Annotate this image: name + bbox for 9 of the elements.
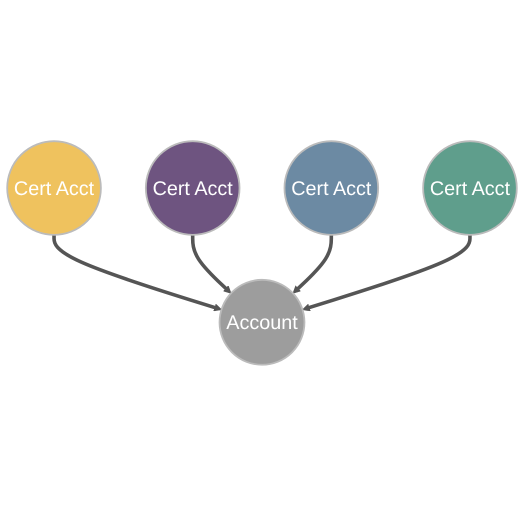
node-circle: Cert Acct bbox=[284, 140, 380, 236]
node-circle: Account bbox=[218, 278, 306, 366]
arrow bbox=[52, 234, 222, 312]
node-circle: Cert Acct bbox=[6, 140, 102, 236]
node-circle: Cert Acct bbox=[422, 140, 518, 236]
arrow bbox=[292, 234, 334, 294]
arrow bbox=[190, 234, 232, 294]
node-circle: Cert Acct bbox=[144, 140, 240, 236]
arrow bbox=[302, 234, 472, 312]
